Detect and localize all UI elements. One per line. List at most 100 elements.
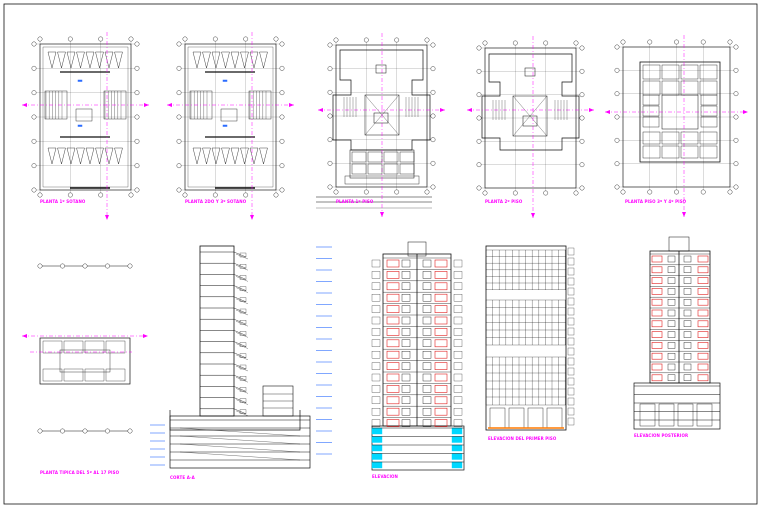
section-arrow [605,110,610,114]
window [667,374,676,381]
grid-bubble [37,192,43,198]
window-red [651,363,663,371]
elevation-front [371,241,465,471]
grid-bubble [327,160,333,166]
window-red [434,407,448,416]
apartment-room [642,105,660,117]
side-window [453,294,463,302]
grid-bubble [273,36,279,42]
window [401,408,411,416]
window-red [386,271,400,279]
parking-stall [76,51,85,69]
grid-bubble [279,90,285,96]
grid-bubble [327,42,333,48]
grid-bubble [733,67,739,73]
grid-bubble [614,67,620,73]
side-window [453,305,463,313]
window-red [697,342,709,349]
grid-bubble [333,37,339,43]
ramp [179,451,301,461]
window [422,373,432,382]
window [667,363,676,371]
stair-flight [235,265,249,271]
grid-bubble [176,187,182,193]
grid-bubble [31,138,37,144]
stair-landing [239,264,247,269]
grid-bubble [733,184,739,190]
grid-bubble [279,187,285,193]
side-window [371,408,381,416]
storefront [639,403,656,427]
grid-bubble [430,160,436,166]
grid-bubble [430,66,436,72]
stair-landing [239,364,247,370]
apartment-room [63,368,84,382]
grid-bubble [733,114,739,120]
elevator-symbol [375,64,387,74]
window [667,331,676,338]
window-red [386,407,400,416]
apartment-room [105,368,126,382]
grid-bubble [31,65,37,71]
apartment-room [105,340,126,354]
section-arrow [167,103,172,107]
room [367,151,383,163]
grid-bubble [176,138,182,144]
grid-bubble [127,428,133,434]
grid-bubble [579,162,585,168]
section-arrow [531,213,535,218]
parking-stall [85,51,95,69]
window-red [434,282,448,291]
apartment-room [699,145,718,159]
window-red [697,277,709,284]
grid-bubble [182,36,188,42]
window [683,363,692,371]
window-red [651,352,663,360]
grid-bubble [182,192,188,198]
side-window [453,259,463,268]
stair-landing [239,286,247,291]
window-red [651,255,663,263]
caption-plan-5: PLANTA PISO 3º Y 4º PISO [625,199,687,204]
window-red [386,396,400,405]
window-red [386,339,400,348]
grid-bubble [31,114,37,120]
parking-stall [230,51,240,69]
side-window [453,408,463,416]
window-red [386,328,400,336]
grid-bubble [31,163,37,169]
side-window [371,351,381,359]
parking-stall [66,147,76,165]
cyan-panel [371,461,383,469]
side-window [371,362,381,370]
window-red [386,259,400,268]
grid-bubble [476,92,482,98]
window-red [386,362,400,370]
grid-bubble [134,90,140,96]
grid-bubble [105,428,110,434]
parking-stall [57,147,66,165]
stair-flight [235,332,249,338]
room [383,163,399,175]
side-window [567,407,575,416]
stair-landing [239,342,247,347]
window [422,419,432,427]
window-red [434,271,448,279]
grid-bubble [733,137,739,143]
grid-bubble [512,40,518,46]
side-window [567,367,575,376]
apartment-room [700,105,718,117]
stair-flight [235,287,249,293]
grid-bubble [176,65,182,71]
window [667,353,676,360]
cyan-panel [451,453,463,460]
window [683,255,692,263]
side-window [567,387,575,396]
grid-bubble [82,428,88,434]
apartment-room [642,80,661,96]
marker [222,124,228,127]
caption-section: CORTE A-A [170,475,195,480]
side-window [567,397,575,406]
grid-bubble [134,138,140,144]
apartment-room [699,64,718,80]
